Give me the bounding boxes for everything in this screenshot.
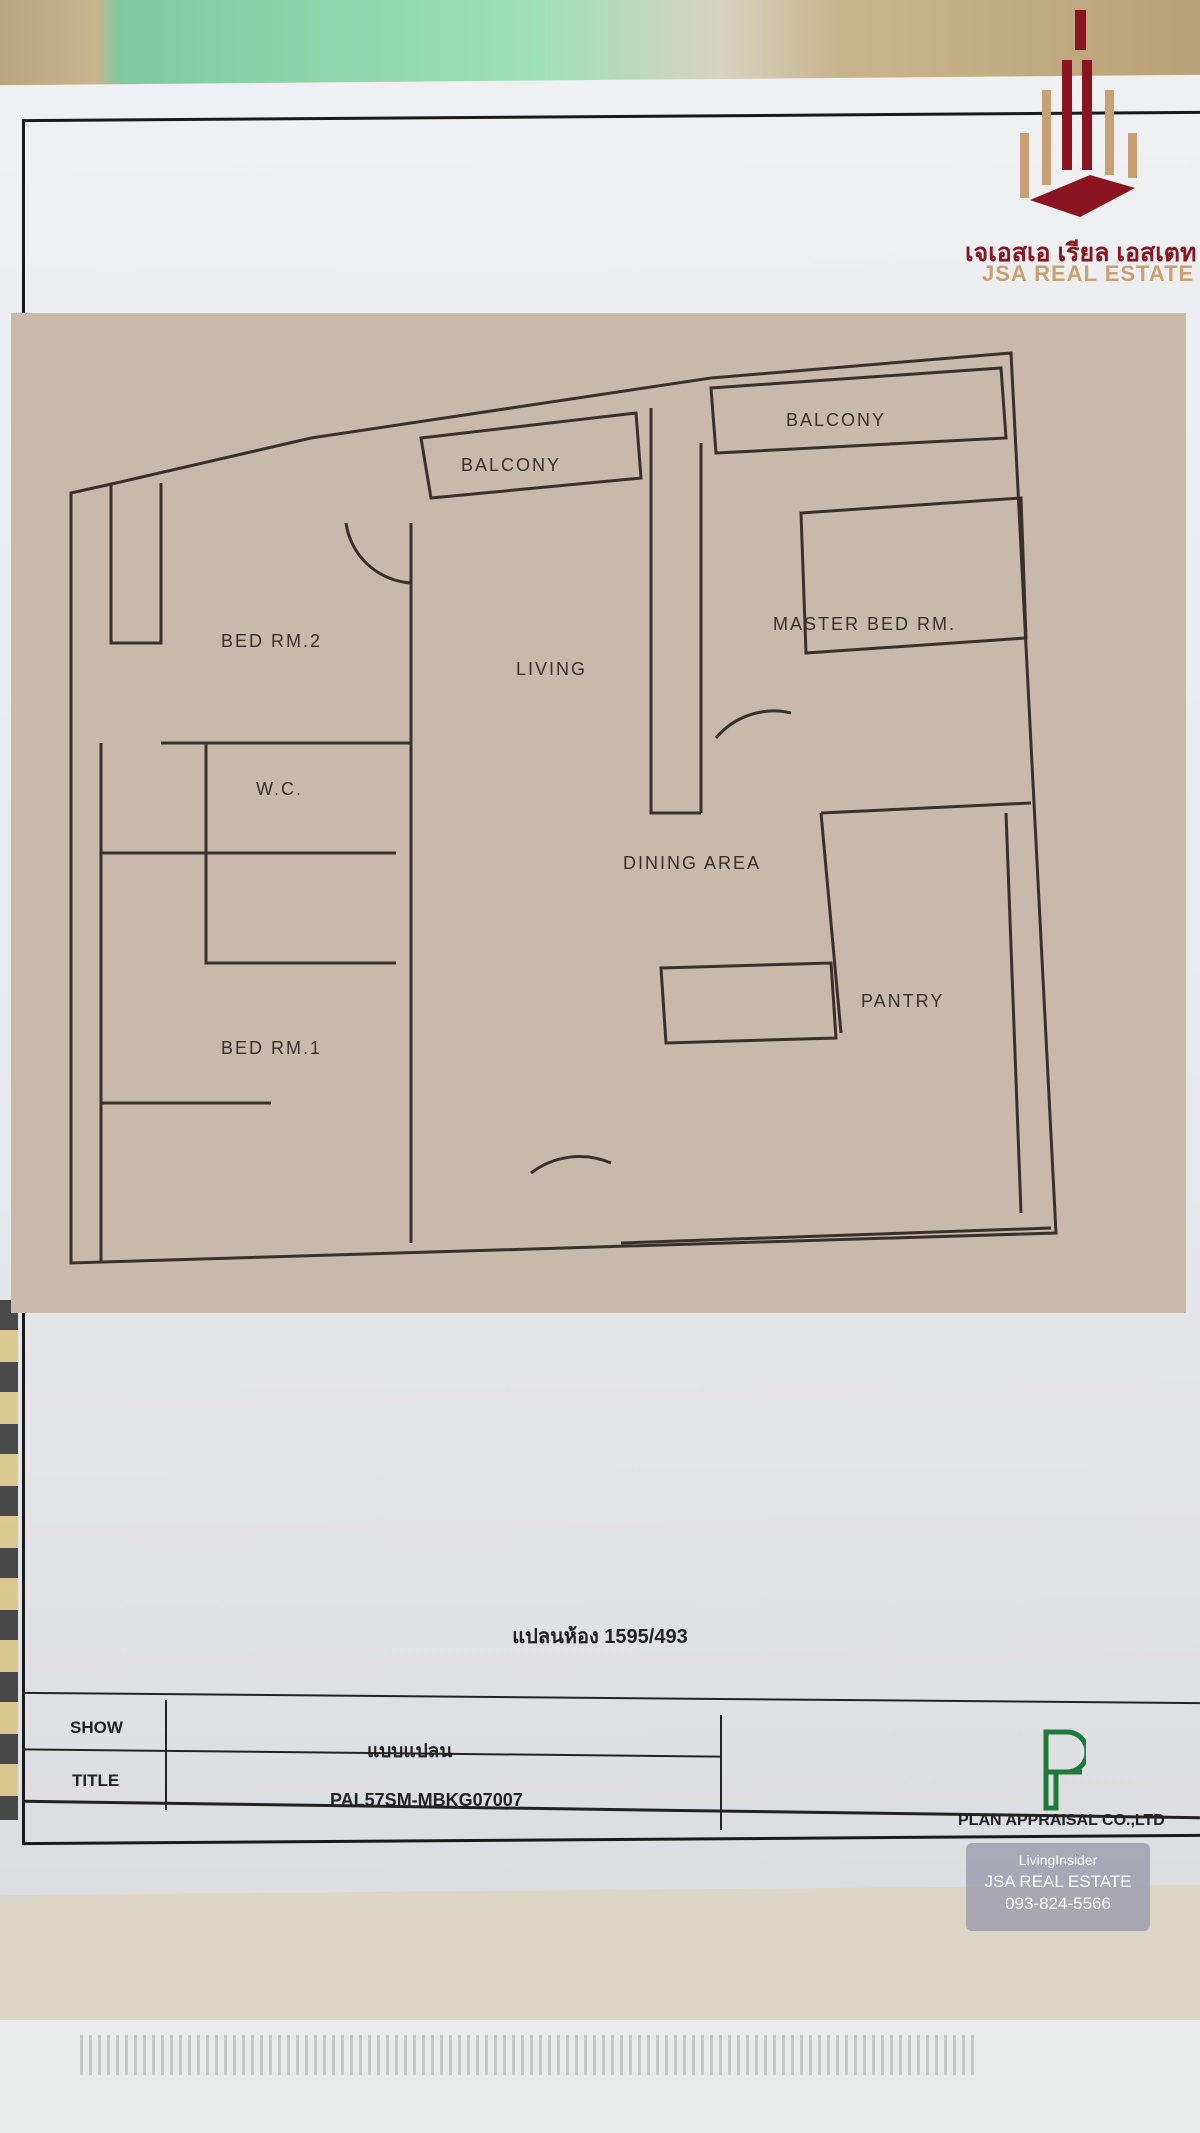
watermark-brand: LivingInsider: [1018, 1852, 1098, 1868]
title-block-divider: [165, 1700, 167, 1810]
room-label-wc: W.C.: [256, 779, 303, 799]
company-name: PLAN APPRAISAL CO.,LTD: [958, 1812, 1165, 1829]
watermark-agency: JSA REAL ESTATE: [984, 1872, 1132, 1891]
listing-watermark: LivingInsider JSA REAL ESTATE 093-824-55…: [966, 1843, 1150, 1931]
second-sheet-pattern: [80, 2035, 980, 2075]
title-block-divider: [720, 1715, 722, 1830]
plan-appraisal-logo: [1042, 1728, 1090, 1817]
title-value: PAL57SM-MBKG07007: [330, 1790, 523, 1810]
room-label-master-bed-rm: MASTER BED RM.: [773, 614, 956, 634]
logo-thai-name: เจเอสเอ เรียล เอสเตท: [965, 239, 1197, 267]
show-label: SHOW: [70, 1718, 123, 1737]
room-label-dining-area: DINING AREA: [623, 853, 761, 873]
jsa-logo: [960, 5, 1200, 295]
floor-plan: BALCONY BALCONY BED RM.2 LIVING MASTER B…: [11, 313, 1186, 1313]
title-label: TITLE: [72, 1771, 120, 1790]
room-label-bed-rm-1: BED RM.1: [221, 1038, 322, 1058]
watermark-phone: 093-824-5566: [1005, 1894, 1111, 1913]
room-label-pantry: PANTRY: [861, 991, 944, 1011]
room-label-balcony-left: BALCONY: [461, 455, 561, 475]
background-top: [0, 0, 1200, 90]
room-label-bed-rm-2: BED RM.2: [221, 631, 322, 651]
plan-caption: แปลนห้อง 1595/493: [512, 1626, 688, 1648]
show-value: แบบแปลน: [367, 1741, 453, 1762]
logo-english-name: JSA REAL ESTATE: [982, 261, 1195, 286]
room-label-living: LIVING: [516, 659, 587, 679]
second-sheet: [0, 2020, 1200, 2133]
floor-plan-drawing: BALCONY BALCONY BED RM.2 LIVING MASTER B…: [69, 351, 1058, 1265]
room-label-balcony-right: BALCONY: [786, 410, 886, 430]
binder-edge: [0, 1300, 18, 1820]
